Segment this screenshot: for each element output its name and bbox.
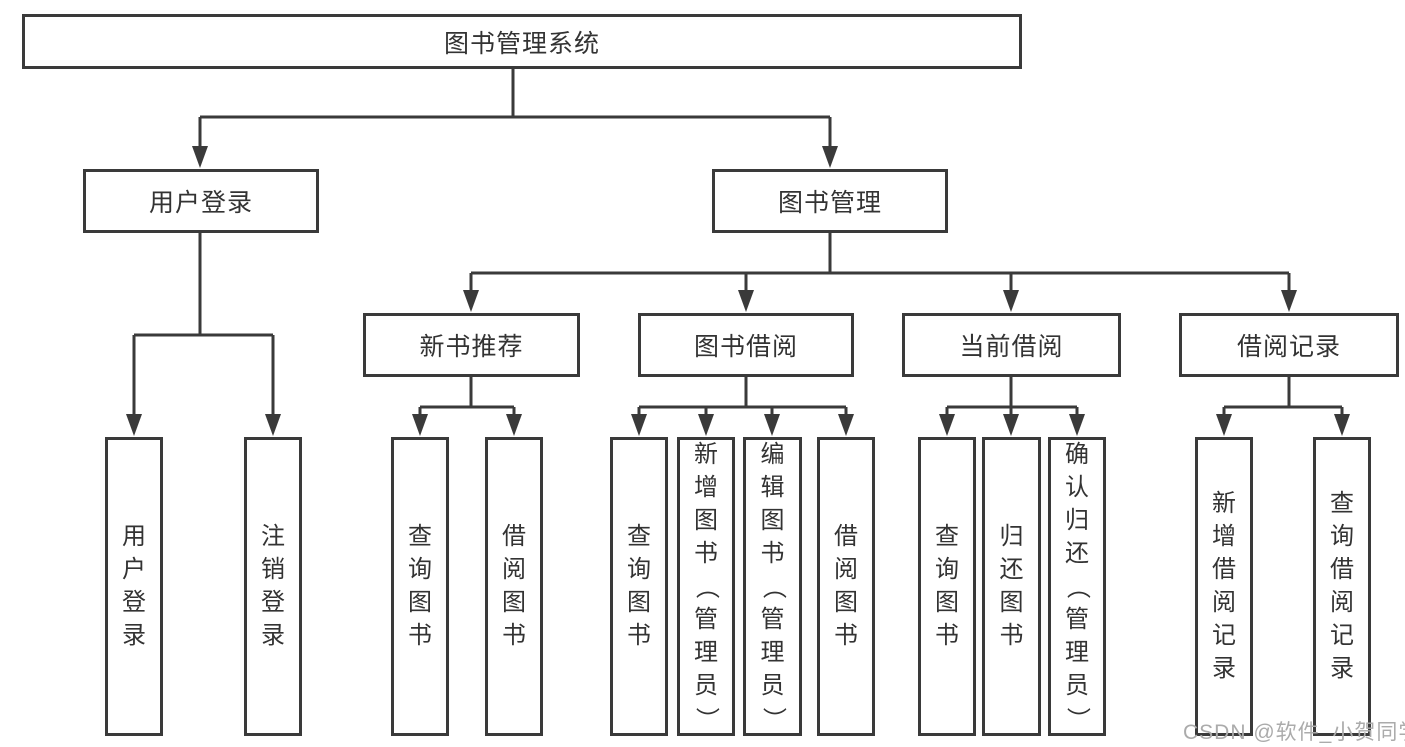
leaf-edit-book-admin: 编辑图书（管理员） xyxy=(743,437,802,736)
node-borrowing-records: 借阅记录 xyxy=(1179,313,1399,377)
leaf-label: 查询图书 xyxy=(408,523,432,649)
node-label: 图书管理 xyxy=(777,189,882,217)
leaf-query-borrow-record: 查询借阅记录 xyxy=(1313,437,1371,736)
leaf-label: 新增借阅记录 xyxy=(1212,490,1236,682)
node-label: 用户登录 xyxy=(148,189,253,217)
node-book-management: 图书管理 xyxy=(712,169,948,233)
leaf-query-books-current: 查询图书 xyxy=(918,437,976,736)
node-label: 图书管理系统 xyxy=(443,29,600,58)
leaf-return-book: 归还图书 xyxy=(982,437,1041,736)
leaf-borrow-books-recommend: 借阅图书 xyxy=(485,437,543,736)
node-label: 新书推荐 xyxy=(419,333,524,361)
leaf-confirm-return-admin: 确认归还（管理员） xyxy=(1048,437,1106,736)
leaf-label: 查询图书 xyxy=(627,523,651,649)
leaf-query-books-recommend: 查询图书 xyxy=(391,437,449,736)
leaf-logout: 注销登录 xyxy=(244,437,302,736)
leaf-label: 查询图书 xyxy=(935,523,959,649)
leaf-label: 确认归还（管理员） xyxy=(1064,440,1091,731)
leaf-query-books-borrow: 查询图书 xyxy=(610,437,668,736)
watermark: CSDN @软件_小贺同学 xyxy=(1183,721,1405,744)
node-user-login: 用户登录 xyxy=(83,169,319,233)
leaf-label: 注销登录 xyxy=(261,523,285,649)
node-book-borrowing: 图书借阅 xyxy=(638,313,854,377)
leaf-label: 编辑图书（管理员） xyxy=(759,440,787,731)
leaf-label: 借阅图书 xyxy=(502,523,526,649)
leaf-label: 借阅图书 xyxy=(834,523,858,649)
leaf-label: 新增图书（管理员） xyxy=(693,440,720,731)
node-new-book-recommend: 新书推荐 xyxy=(363,313,580,377)
leaf-label: 归还图书 xyxy=(999,523,1024,649)
leaf-user-login: 用户登录 xyxy=(105,437,163,736)
node-label: 当前借阅 xyxy=(959,333,1064,361)
leaf-borrow-books: 借阅图书 xyxy=(817,437,875,736)
node-label: 图书借阅 xyxy=(693,333,798,361)
leaf-add-book-admin: 新增图书（管理员） xyxy=(677,437,735,736)
node-label: 借阅记录 xyxy=(1236,333,1341,361)
leaf-add-borrow-record: 新增借阅记录 xyxy=(1195,437,1253,736)
leaf-label: 用户登录 xyxy=(122,523,146,649)
node-library-management-system: 图书管理系统 xyxy=(22,14,1022,69)
leaf-label: 查询借阅记录 xyxy=(1330,490,1354,682)
node-current-borrowing: 当前借阅 xyxy=(902,313,1121,377)
